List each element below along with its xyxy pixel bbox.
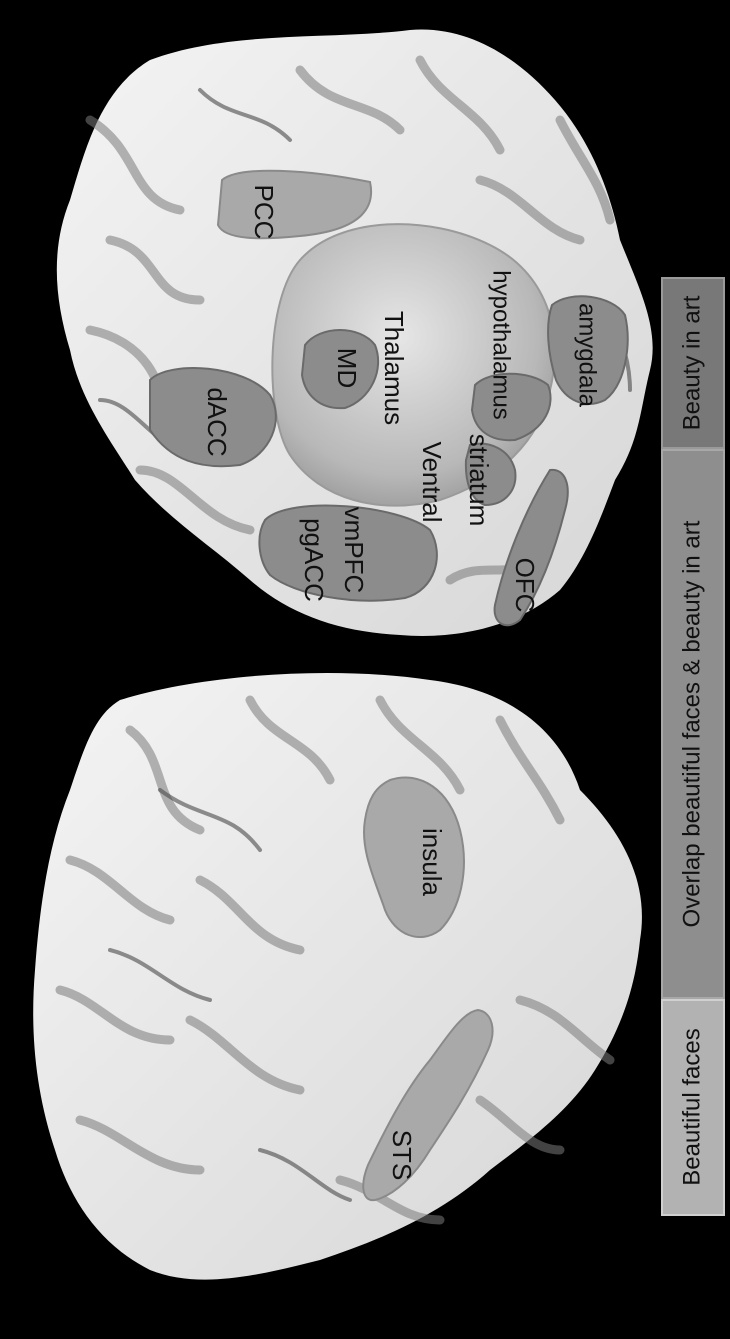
label-striatum: striatum bbox=[464, 434, 494, 526]
legend-overlap: Overlap beautiful faces & beauty in art bbox=[678, 520, 705, 927]
label-dacc: dACC bbox=[202, 387, 232, 456]
label-thalamus: Thalamus bbox=[379, 311, 409, 425]
legend: Beautiful faces Overlap beautiful faces … bbox=[662, 278, 724, 1215]
label-hypothalamus: hypothalamus bbox=[488, 270, 515, 419]
label-insula: insula bbox=[417, 828, 447, 896]
label-vmpfc: vmPFC bbox=[339, 507, 369, 594]
label-pgacc: pgACC bbox=[299, 518, 329, 602]
label-ventral: Ventral bbox=[417, 442, 447, 523]
label-amygdala: amygdala bbox=[574, 303, 601, 408]
legend-beauty-in-art: Beauty in art bbox=[678, 295, 705, 430]
label-ofc: OFC bbox=[510, 558, 540, 613]
label-sts: STS bbox=[387, 1130, 417, 1181]
label-md: MD bbox=[332, 348, 362, 388]
label-pcc: PCC bbox=[249, 185, 279, 240]
legend-beautiful-faces: Beautiful faces bbox=[678, 1028, 705, 1185]
